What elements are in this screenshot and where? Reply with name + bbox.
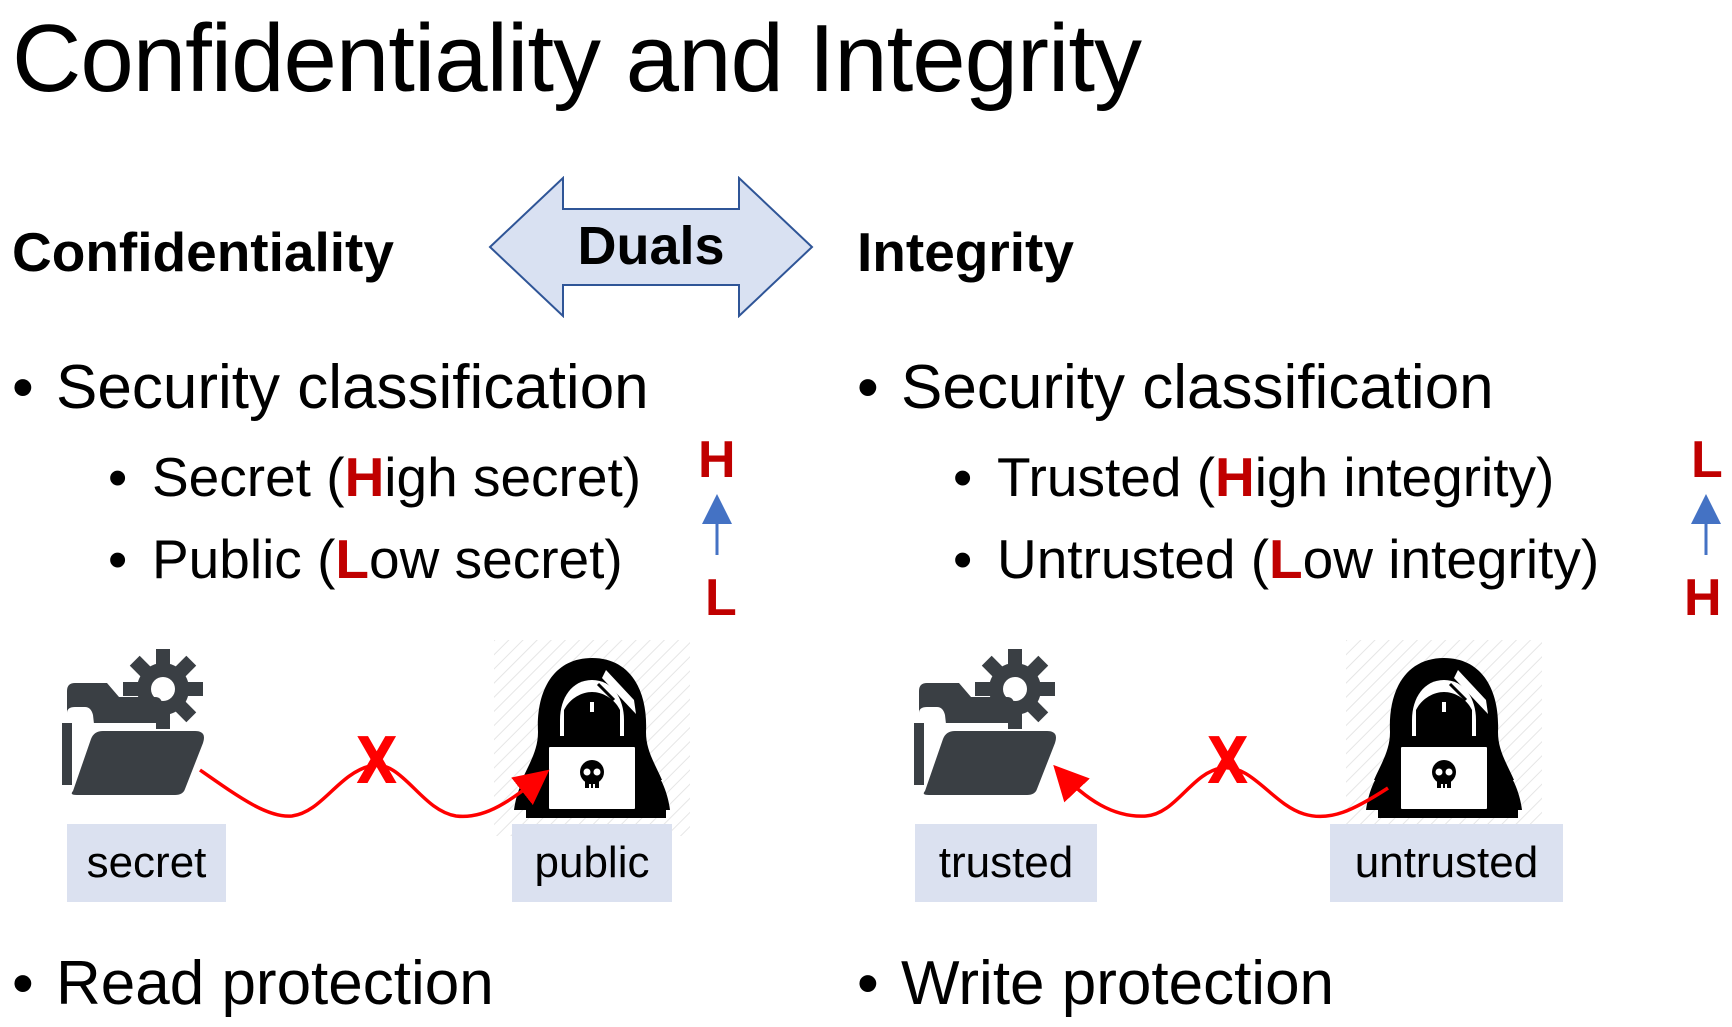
trusted-high-letter: H (1215, 446, 1255, 508)
left-sub-secret: •Secret (High secret) (108, 446, 642, 508)
right-sub-untrusted: •Untrusted (Low integrity) (953, 528, 1600, 590)
right-bullet-classification: •Security classification (857, 353, 1494, 422)
secret-text-rest: igh secret) (384, 446, 642, 508)
trusted-text-rest: igh integrity) (1254, 446, 1555, 508)
secret-label-box: secret (67, 824, 226, 902)
duals-label: Duals (577, 216, 725, 276)
left-hacker-icon (494, 640, 690, 836)
public-label-box: public (512, 824, 672, 902)
right-sub-trusted: •Trusted (High integrity) (953, 446, 1555, 508)
right-folder-gear-icon (919, 649, 1056, 795)
read-protection-text: Read protection (56, 949, 494, 1018)
untrusted-low-letter: L (1269, 528, 1303, 590)
left-sub-public: •Public (Low secret) (108, 528, 623, 590)
slide-title: Confidentiality and Integrity (12, 5, 1142, 112)
integrity-heading: Integrity (857, 221, 1074, 283)
public-text-rest: ow secret) (369, 528, 623, 590)
right-level-bottom: H (1684, 569, 1722, 627)
left-bullet-text: Security classification (56, 353, 649, 422)
duals-double-arrow: Duals (488, 176, 814, 318)
left-folder-gear-icon (67, 649, 204, 795)
left-blocked-cross: X (355, 725, 398, 799)
write-protection-bullet: •Write protection (857, 949, 1335, 1018)
untrusted-text-rest: ow integrity) (1302, 528, 1600, 590)
untrusted-label-box: untrusted (1330, 824, 1563, 902)
secret-text: Secret ( (152, 446, 345, 508)
read-protection-bullet: •Read protection (12, 949, 494, 1018)
trusted-text: Trusted ( (997, 446, 1216, 508)
right-flow-curve (1053, 764, 1389, 819)
left-level-bottom: L (705, 569, 737, 627)
trusted-label-box: trusted (915, 824, 1097, 902)
confidentiality-heading: Confidentiality (12, 221, 394, 283)
write-protection-text: Write protection (901, 949, 1335, 1018)
right-hacker-icon (1346, 640, 1542, 836)
left-level-top: H (698, 431, 736, 489)
secret-high-letter: H (344, 446, 385, 508)
untrusted-text: Untrusted ( (997, 528, 1270, 590)
left-flow-curve (198, 763, 550, 819)
public-low-letter: L (335, 528, 370, 590)
right-blocked-cross: X (1206, 725, 1249, 799)
left-bullet-classification: •Security classification (12, 353, 649, 422)
right-bullet-text: Security classification (901, 353, 1494, 422)
public-text: Public ( (152, 528, 336, 590)
right-level-top: L (1691, 431, 1723, 489)
